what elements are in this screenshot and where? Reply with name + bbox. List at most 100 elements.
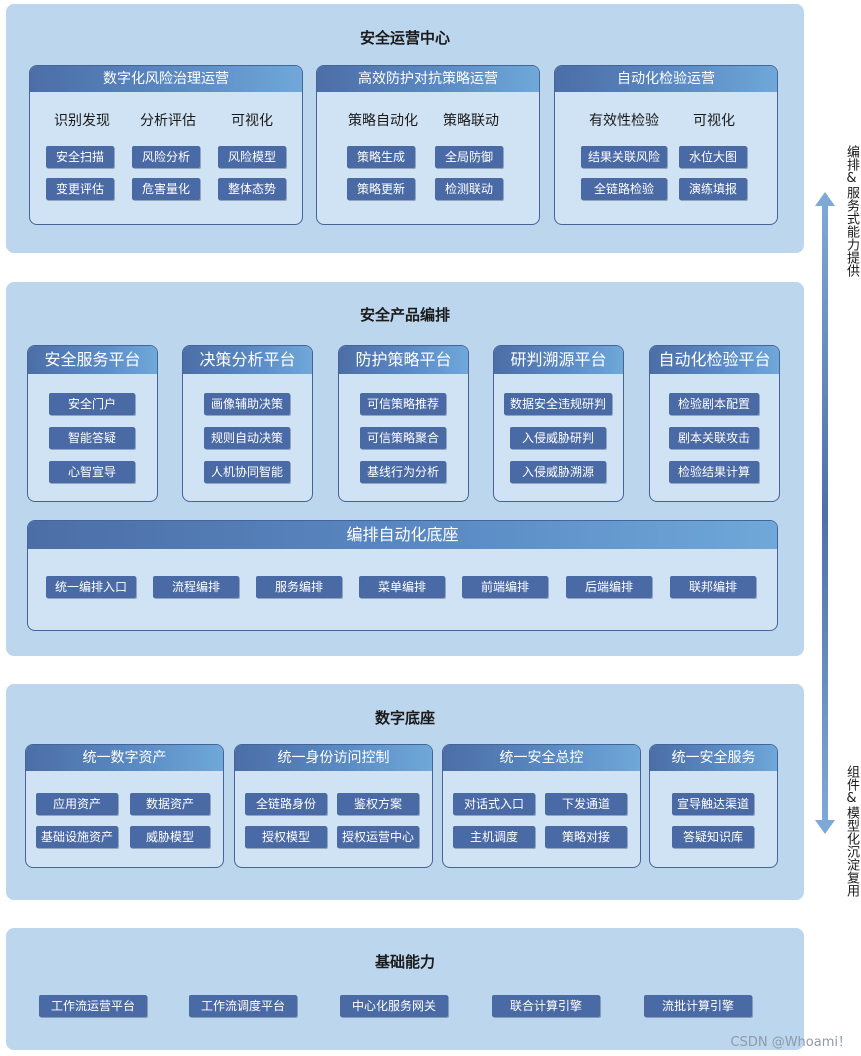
chip: 检验结果计算 xyxy=(669,461,759,483)
chip: 对话式入口 xyxy=(453,793,535,815)
chip: 基础设施资产 xyxy=(36,826,118,848)
chip: 剧本关联攻击 xyxy=(669,427,759,449)
bidirectional-arrow xyxy=(822,204,828,822)
chip: 策略更新 xyxy=(347,178,415,200)
arrow-up-icon xyxy=(815,192,835,206)
chip: 基线行为分析 xyxy=(360,461,446,483)
panel-title: 编排自动化底座 xyxy=(28,521,777,549)
layer-title: 安全运营中心 xyxy=(359,29,450,47)
chip: 结果关联风险 xyxy=(581,146,667,168)
panel-title: 安全服务平台 xyxy=(28,346,157,374)
chip: 工作流调度平台 xyxy=(189,995,297,1017)
chip: 智能答疑 xyxy=(49,427,135,449)
chip: 策略生成 xyxy=(347,146,415,168)
chip: 入侵威胁研判 xyxy=(510,427,606,449)
chip: 规则自动决策 xyxy=(204,427,290,449)
layer-digital-base: 数字底座 统一数字资产 应用资产 数据资产 基础设施资产 威胁模型 统一身份访问… xyxy=(6,684,804,900)
panel-title: 决策分析平台 xyxy=(183,346,312,374)
chip: 联邦编排 xyxy=(670,576,756,598)
chip: 答疑知识库 xyxy=(672,826,754,848)
arrow-down-icon xyxy=(815,820,835,834)
panel-orchestration-automation-base: 编排自动化底座 统一编排入口 流程编排 服务编排 菜单编排 前端编排 后端编排 … xyxy=(27,520,778,631)
panel-unified-identity-access-control: 统一身份访问控制 全链路身份 鉴权方案 授权模型 授权运营中心 xyxy=(234,744,433,868)
panel-title: 统一身份访问控制 xyxy=(235,745,432,771)
layer-title: 基础能力 xyxy=(374,953,435,971)
chip: 威胁模型 xyxy=(130,826,210,848)
side-label-top: 编排&服务式能力提供 xyxy=(844,145,859,277)
watermark: CSDN @Whoami！ xyxy=(730,1035,852,1050)
layer-security-product-orchestration: 安全产品编排 安全服务平台 安全门户 智能答疑 心智宣导 决策分析平台 画像辅助… xyxy=(6,282,804,656)
layer-title: 安全产品编排 xyxy=(359,306,450,324)
panel-title: 自动化检验运营 xyxy=(555,66,777,92)
chip: 授权模型 xyxy=(245,826,327,848)
chip: 全链路检验 xyxy=(581,178,667,200)
panel-title: 研判溯源平台 xyxy=(494,346,623,374)
panel-defense-strategy-platform: 防护策略平台 可信策略推荐 可信策略聚合 基线行为分析 xyxy=(338,345,469,502)
layer-basic-capabilities: 基础能力 工作流运营平台 工作流调度平台 中心化服务网关 联合计算引擎 流批计算… xyxy=(6,928,804,1050)
sub-heading: 策略联动 xyxy=(443,113,499,129)
sub-heading: 分析评估 xyxy=(140,113,196,129)
chip: 人机协同智能 xyxy=(204,461,290,483)
panel-title: 防护策略平台 xyxy=(339,346,468,374)
chip: 服务编排 xyxy=(256,576,342,598)
chip: 统一编排入口 xyxy=(46,576,136,598)
panel-security-service-platform: 安全服务平台 安全门户 智能答疑 心智宣导 xyxy=(27,345,158,502)
panel-digital-risk-governance: 数字化风险治理运营 识别发现 分析评估 可视化 安全扫描 风险分析 风险模型 变… xyxy=(29,65,303,225)
panel-defense-strategy-operations: 高效防护对抗策略运营 策略自动化 策略联动 策略生成 全局防御 策略更新 检测联… xyxy=(316,65,540,225)
chip: 策略对接 xyxy=(545,826,627,848)
chip: 全局防御 xyxy=(435,146,503,168)
chip: 可信策略聚合 xyxy=(360,427,446,449)
panel-title: 数字化风险治理运营 xyxy=(30,66,302,92)
panel-title: 统一数字资产 xyxy=(26,745,223,771)
chip: 可信策略推荐 xyxy=(360,393,446,415)
chip: 鉴权方案 xyxy=(337,793,419,815)
chip: 风险模型 xyxy=(218,146,286,168)
chip: 流程编排 xyxy=(153,576,239,598)
chip: 工作流运营平台 xyxy=(39,995,147,1017)
panel-title: 统一安全服务 xyxy=(650,745,777,771)
sub-heading: 识别发现 xyxy=(54,113,110,129)
chip: 宣导触达渠道 xyxy=(672,793,754,815)
chip: 安全扫描 xyxy=(46,146,114,168)
chip: 前端编排 xyxy=(462,576,548,598)
panel-unified-security-control: 统一安全总控 对话式入口 下发通道 主机调度 策略对接 xyxy=(442,744,641,868)
chip: 安全门户 xyxy=(49,393,135,415)
chip: 风险分析 xyxy=(132,146,200,168)
side-label-bottom: 组件&模型化沉淀复用 xyxy=(844,765,859,897)
chip: 流批计算引擎 xyxy=(644,995,752,1017)
chip: 心智宣导 xyxy=(49,461,135,483)
chip: 中心化服务网关 xyxy=(340,995,448,1017)
panel-automated-verification-operations: 自动化检验运营 有效性检验 可视化 结果关联风险 水位大图 全链路检验 演练填报 xyxy=(554,65,778,225)
chip: 整体态势 xyxy=(218,178,286,200)
chip: 菜单编排 xyxy=(359,576,445,598)
chip: 下发通道 xyxy=(545,793,627,815)
panel-decision-analysis-platform: 决策分析平台 画像辅助决策 规则自动决策 人机协同智能 xyxy=(182,345,313,502)
chip: 应用资产 xyxy=(36,793,118,815)
panel-title: 统一安全总控 xyxy=(443,745,640,771)
chip: 演练填报 xyxy=(679,178,747,200)
layer-security-operations-center: 安全运营中心 数字化风险治理运营 识别发现 分析评估 可视化 安全扫描 风险分析… xyxy=(6,4,804,253)
sub-heading: 可视化 xyxy=(693,113,735,129)
panel-title: 自动化检验平台 xyxy=(650,346,779,374)
chip: 授权运营中心 xyxy=(337,826,419,848)
sub-heading: 可视化 xyxy=(231,113,273,129)
chip: 入侵威胁溯源 xyxy=(510,461,606,483)
chip: 数据安全违规研判 xyxy=(504,393,612,415)
chip: 全链路身份 xyxy=(245,793,327,815)
chip: 数据资产 xyxy=(130,793,210,815)
chip: 水位大图 xyxy=(679,146,747,168)
chip: 后端编排 xyxy=(566,576,652,598)
chip: 检验剧本配置 xyxy=(669,393,759,415)
sub-heading: 有效性检验 xyxy=(589,113,659,129)
chip: 变更评估 xyxy=(46,178,114,200)
panel-unified-security-service: 统一安全服务 宣导触达渠道 答疑知识库 xyxy=(649,744,778,868)
panel-title: 高效防护对抗策略运营 xyxy=(317,66,539,92)
layer-title: 数字底座 xyxy=(374,709,435,727)
panel-automated-verification-platform: 自动化检验平台 检验剧本配置 剧本关联攻击 检验结果计算 xyxy=(649,345,780,502)
chip: 画像辅助决策 xyxy=(204,393,290,415)
panel-traceability-platform: 研判溯源平台 数据安全违规研判 入侵威胁研判 入侵威胁溯源 xyxy=(493,345,624,502)
chip: 危害量化 xyxy=(132,178,200,200)
sub-heading: 策略自动化 xyxy=(348,113,418,129)
panel-unified-digital-assets: 统一数字资产 应用资产 数据资产 基础设施资产 威胁模型 xyxy=(25,744,224,868)
chip: 主机调度 xyxy=(453,826,535,848)
